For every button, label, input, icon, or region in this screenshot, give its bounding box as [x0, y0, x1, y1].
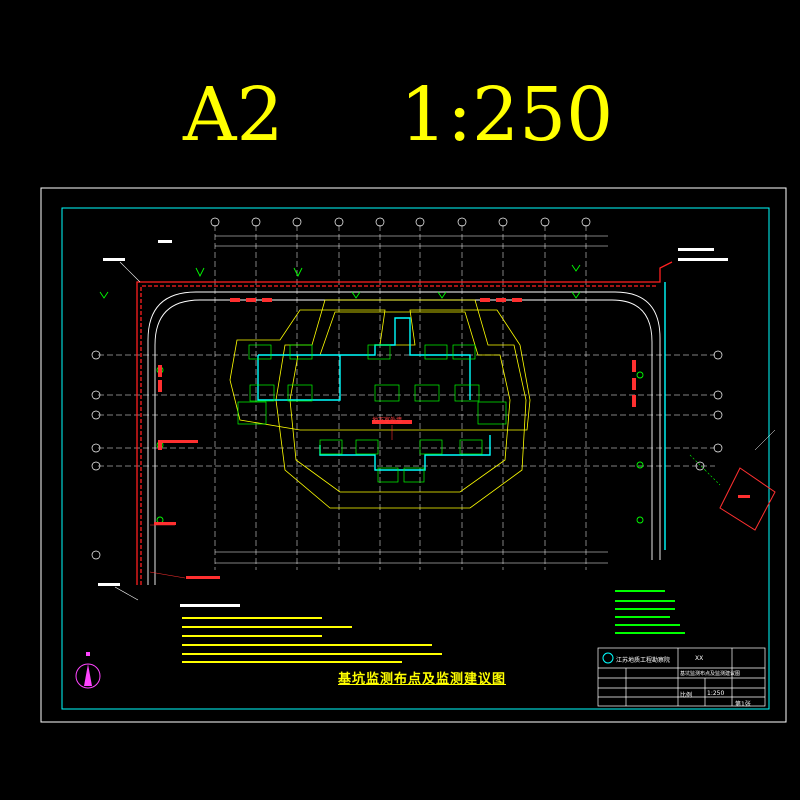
axis-bubbles-top	[210, 217, 591, 227]
sheet-frame	[40, 187, 787, 723]
company-logo-icon	[602, 652, 614, 664]
building-units	[237, 344, 507, 483]
sheet-size-label: A2	[183, 72, 284, 158]
top-dimension	[215, 235, 608, 564]
title-block-sheet-no: 第1张	[735, 701, 751, 708]
drawing-title: 基坑监测布点及监测建议图	[338, 672, 507, 687]
scale-label: 1:250	[400, 72, 614, 158]
notes-right	[615, 590, 685, 634]
title-block-drawing-name: 基坑监测布点及监测建议图	[680, 671, 741, 677]
leader-white	[114, 261, 141, 601]
building-outline	[257, 282, 666, 550]
compass-north-icon	[75, 652, 101, 689]
side-labels	[98, 240, 728, 586]
pit-outline	[229, 299, 531, 509]
axis-grid-vertical	[214, 225, 587, 570]
leader-lines	[149, 425, 393, 579]
axis-bubbles-left	[91, 350, 101, 560]
title-block	[597, 647, 766, 707]
title-block-scale-label: 比例	[680, 692, 693, 699]
axis-bubbles-right	[695, 350, 723, 471]
external-building	[689, 429, 776, 531]
inner-frame	[61, 207, 770, 710]
axis-grid-horizontal	[98, 354, 715, 467]
title-block-scale-value: 1:250	[707, 690, 725, 697]
notes-left	[180, 604, 442, 663]
pit-label: 地下室外墙	[372, 417, 403, 424]
excavation-outline	[147, 291, 661, 585]
retaining-wall	[136, 261, 673, 585]
monitoring-labels	[154, 298, 636, 579]
title-block-company: 江苏地质工程勘察院	[616, 657, 671, 664]
monitoring-points	[99, 264, 644, 524]
title-block-project-code: XX	[695, 655, 704, 662]
